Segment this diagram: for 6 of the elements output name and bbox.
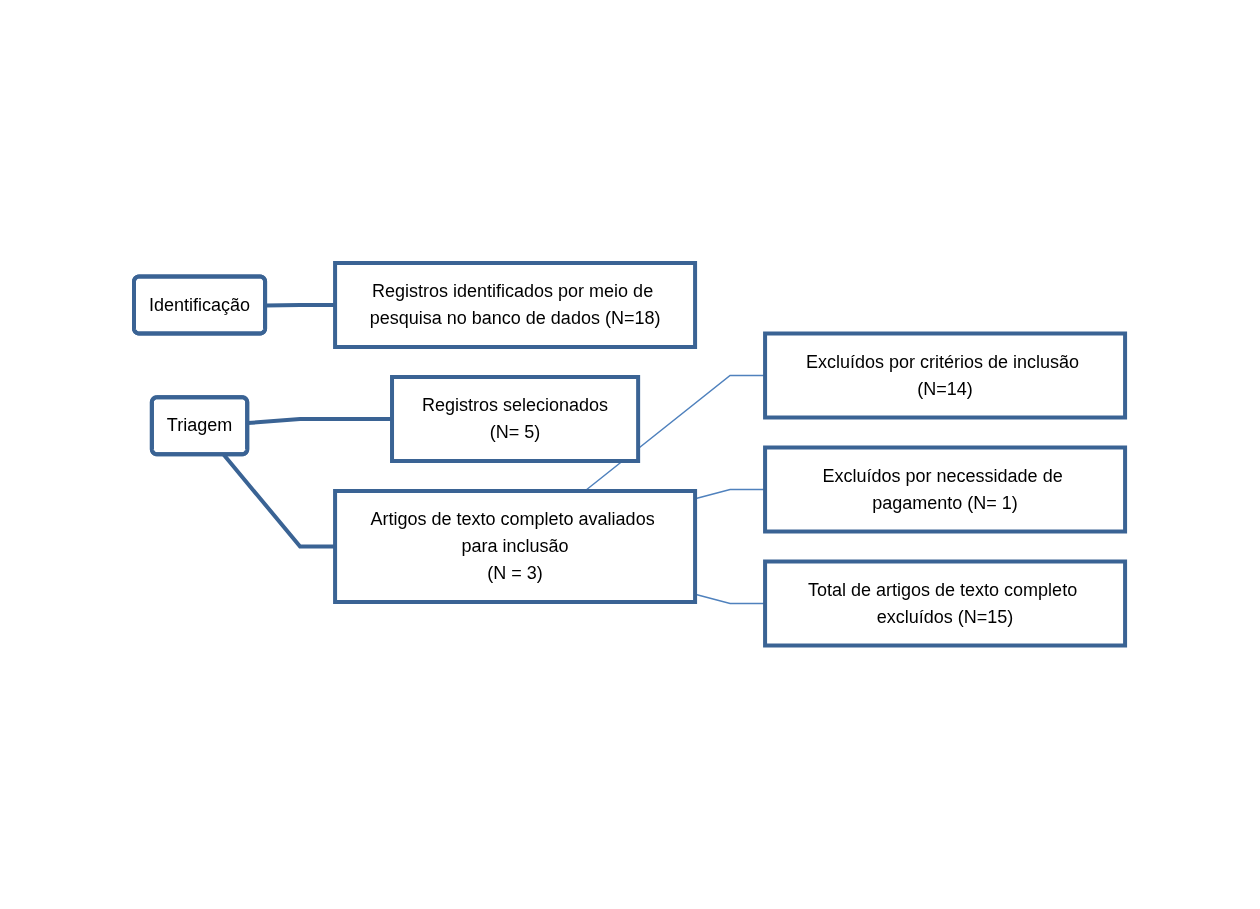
node-box: Total de artigos de texto completo excluídos (N=15)	[763, 559, 1128, 648]
node-box: Excluídos por critérios de inclusão (N=14)	[763, 331, 1128, 420]
node-box: Artigos de texto completo avaliados para inclusão (N = 3)	[333, 489, 698, 605]
node-box: Registros selecionados (N= 5)	[390, 375, 641, 464]
node-box: Excluídos por necessidade de pagamento (N= 1)	[763, 445, 1128, 534]
node-box: Registros identificados por meio de pesquisa no banco de dados (N=18)	[333, 261, 698, 350]
